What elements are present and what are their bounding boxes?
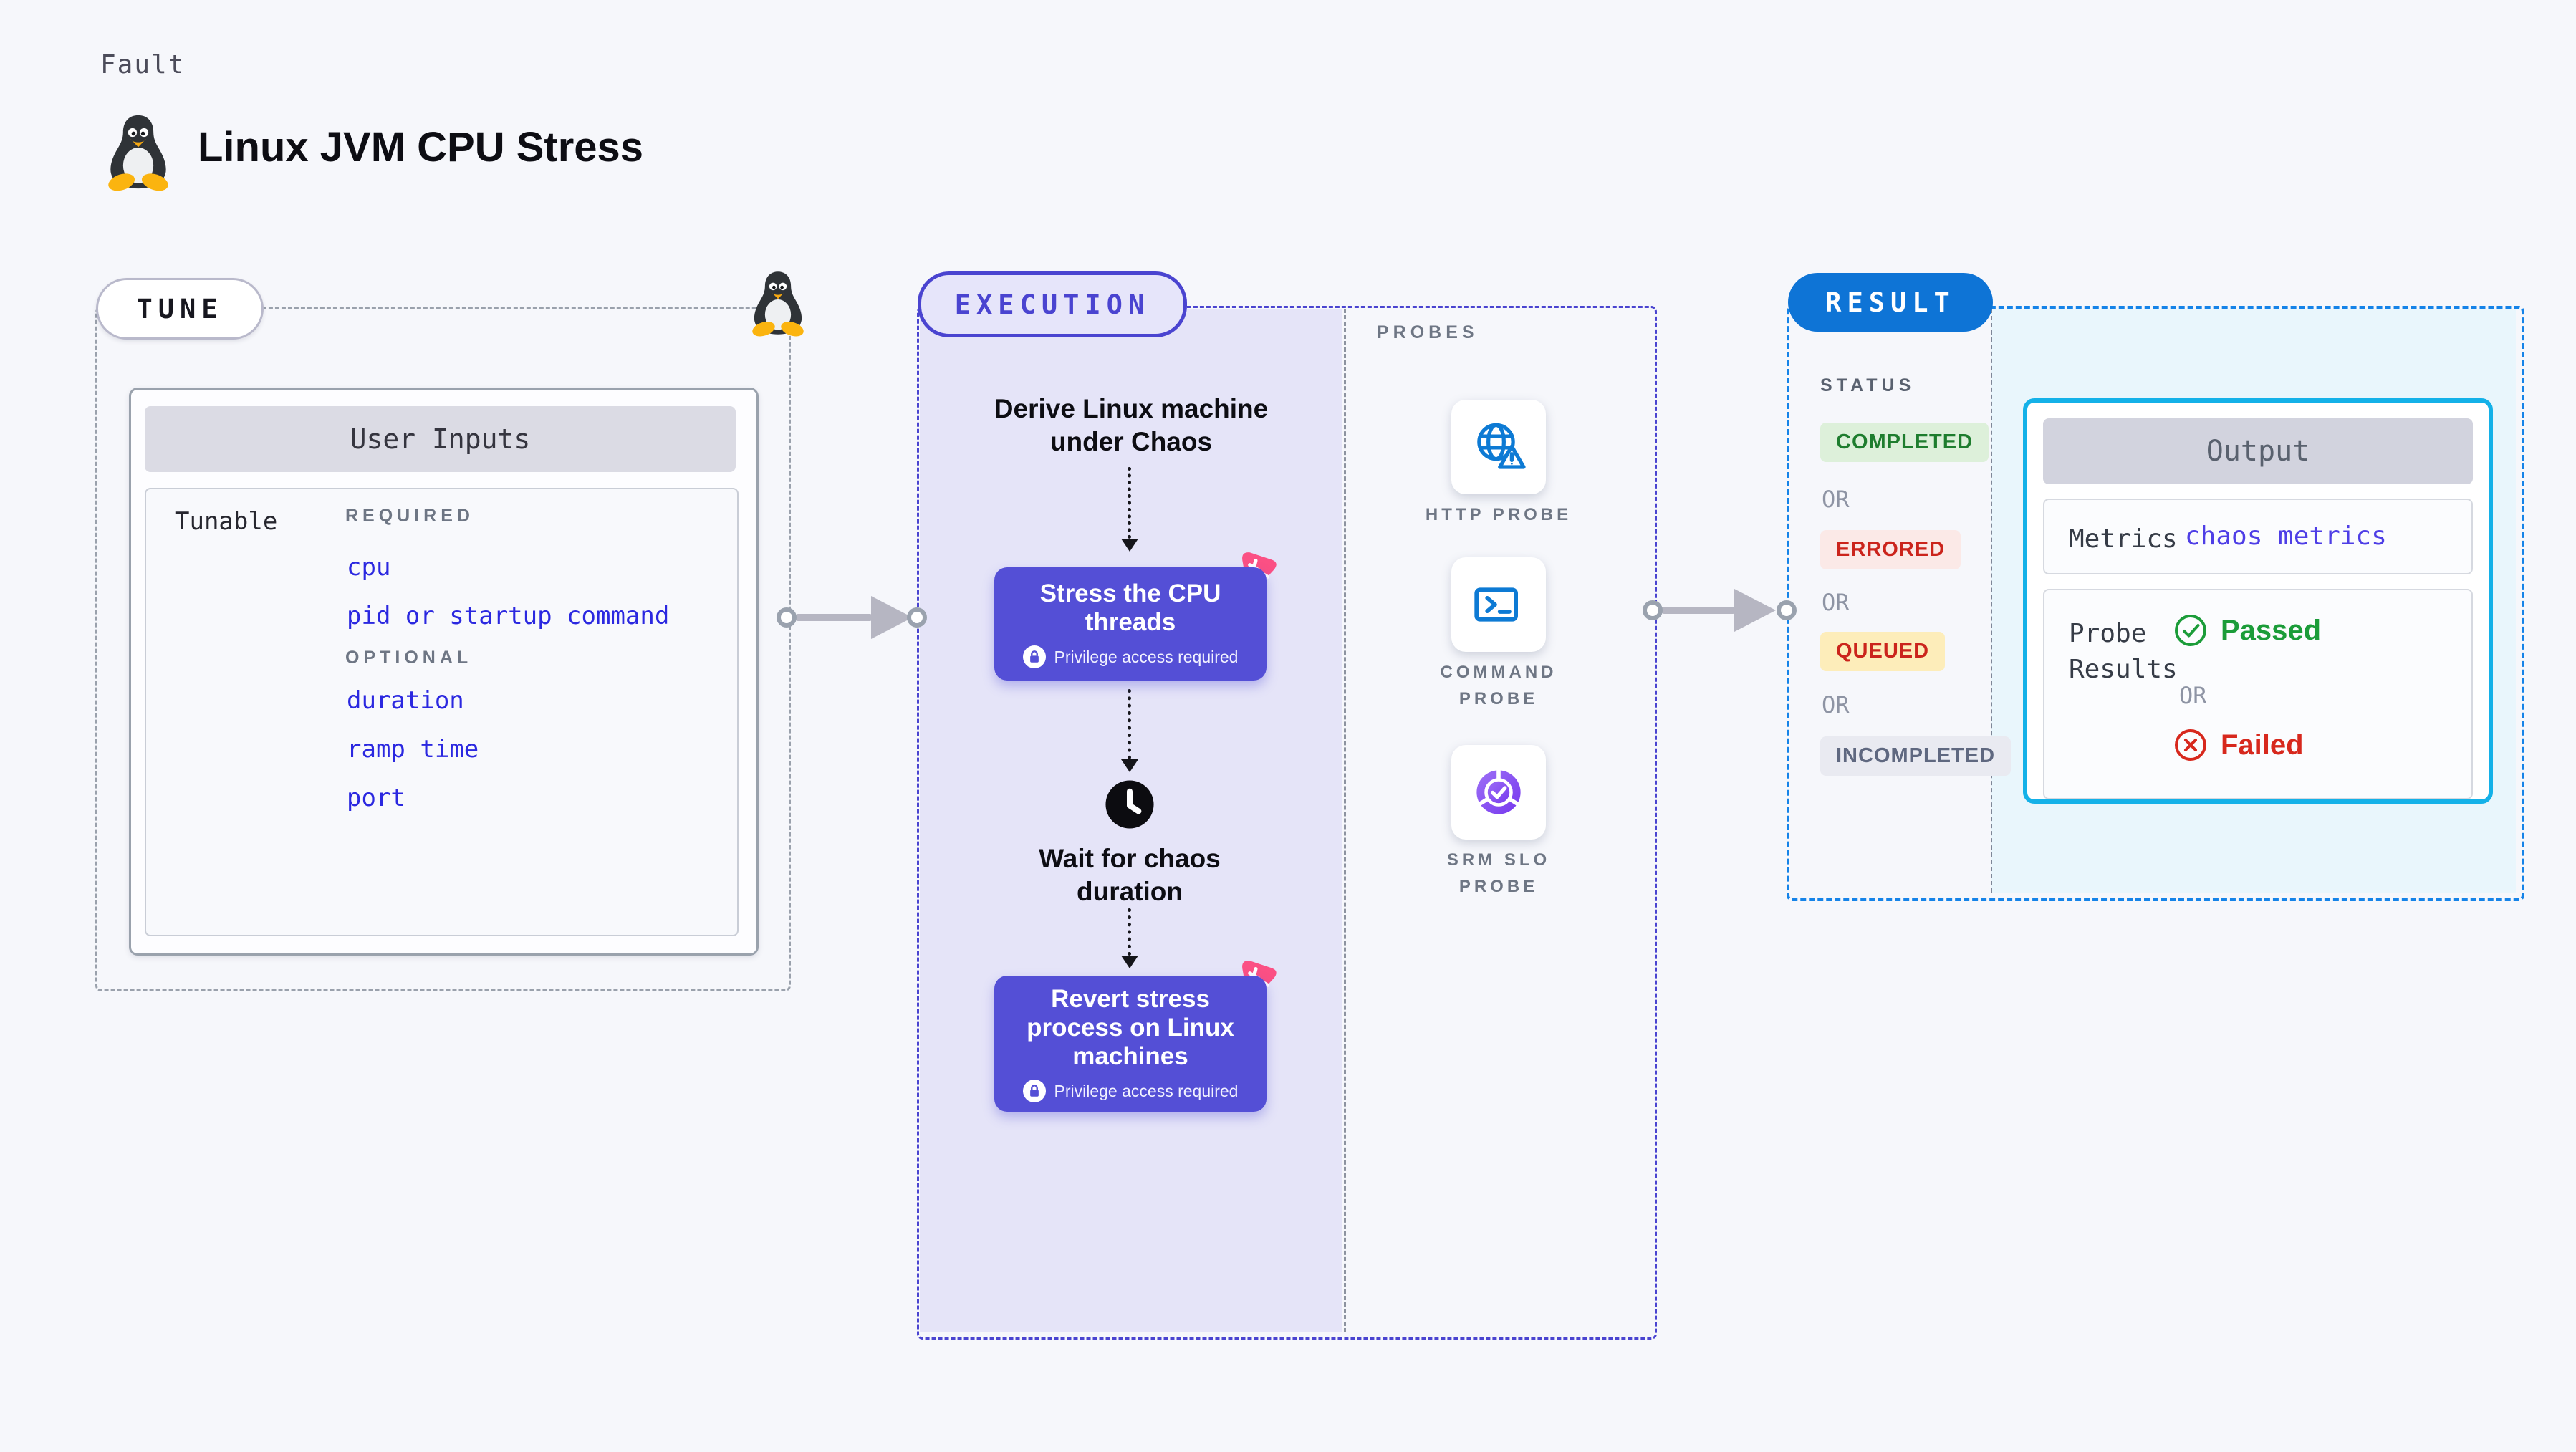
lock-icon [1022,1080,1046,1103]
or-separator: OR [2179,682,2207,709]
status-badge-label: ERRORED [1820,530,1961,569]
status-badge-errored: ERRORED [1820,530,1961,569]
connector-dot [1643,600,1663,620]
revert-stress-node: Revert stress process on Linux machines … [994,976,1267,1112]
optional-label: OPTIONAL [345,648,473,668]
dotted-arrow-line [1128,908,1131,956]
result-divider [1991,309,1992,893]
fault-kicker: Fault [100,50,186,80]
tunable-link-pid-or-startup-command[interactable]: pid or startup command [347,602,670,630]
globe-warning-icon [1477,423,1526,469]
derive-machine-step: Derive Linux machine under Chaos [994,394,1269,457]
tunable-link-cpu[interactable]: cpu [347,553,391,582]
flow-arrow-line [795,614,873,621]
result-pill: RESULT [1788,273,1993,332]
slo-donut-icon [1476,768,1522,814]
or-separator: OR [1822,691,1850,718]
tune-section-box [95,307,791,991]
status-badge-completed: COMPLETED [1820,423,1989,462]
or-separator: OR [1822,486,1850,513]
passed-label: Passed [2221,614,2322,646]
connector-dot [907,607,927,628]
tune-pill: TUNE [96,278,264,340]
command-probe-label: COMMAND PROBE [1440,663,1557,709]
flow-arrow-head [871,596,913,639]
revert-stress-node-title: Revert stress process on Linux machines [1027,984,1234,1071]
linux-tux-icon-small [750,271,806,337]
status-badge-incompleted: INCOMPLETED [1820,736,2012,776]
tunable-row-label: Tunable [175,507,278,536]
connector-dot [1777,600,1797,620]
execution-pill: EXECUTION [918,271,1187,337]
failed-label: Failed [2221,729,2304,761]
output-header: Output [2043,418,2473,484]
x-circle-icon [2175,729,2206,761]
dotted-arrow-head [1121,956,1138,968]
status-badge-label: QUEUED [1820,632,1946,671]
dotted-arrow-line [1128,467,1131,539]
http-probe-card [1451,400,1546,494]
dotted-arrow-line [1128,689,1131,759]
tunable-link-duration[interactable]: duration [347,686,464,715]
user-inputs-header: User Inputs [145,406,736,472]
wait-duration-step: Wait for chaos duration [1039,844,1221,907]
status-badge-label: INCOMPLETED [1820,736,2012,776]
metrics-label: Metrics [2069,524,2178,554]
dotted-arrow-head [1121,539,1138,552]
page-title: Linux JVM CPU Stress [198,124,644,170]
srm-slo-probe-card [1451,745,1546,840]
probes-label: PROBES [1377,322,1479,342]
metrics-row: Metrics chaos metrics [2043,499,2473,574]
tunable-link-ramp-time[interactable]: ramp time [347,735,479,764]
stress-cpu-node-title: Stress the CPU threads [1039,579,1221,636]
required-label: REQUIRED [345,506,474,526]
privilege-note: Privilege access required [1054,647,1239,666]
check-circle-icon [2175,615,2206,646]
linux-tux-icon [106,115,170,191]
chaos-metrics-link[interactable]: chaos metrics [2185,521,2387,551]
probe-results-row: Probe Results Passed OR Failed [2043,589,2473,799]
privilege-note: Privilege access required [1054,1081,1239,1100]
clock-icon [1105,780,1154,829]
terminal-icon [1474,587,1518,622]
flow-arrow-line [1661,607,1736,614]
failed-result: Failed [2173,728,2304,762]
stress-cpu-node: Stress the CPU threads Privilege access … [994,567,1267,681]
connector-dot [777,607,797,628]
srm-slo-probe-label: SRM SLO PROBE [1446,850,1551,897]
or-separator: OR [1822,589,1850,616]
probe-results-label: Probe Results [2069,619,2178,685]
http-probe-label: HTTP PROBE [1425,505,1572,524]
tunables-panel [145,488,739,936]
command-probe-card [1451,557,1546,652]
tunable-link-port[interactable]: port [347,784,405,812]
execution-section-box [917,306,1657,1340]
lock-icon [1022,645,1046,669]
dotted-arrow-head [1121,759,1138,772]
flow-arrow-head [1734,589,1776,632]
probes-divider [1344,309,1346,1332]
status-badge-label: COMPLETED [1820,423,1989,462]
output-card: Output Metrics chaos metrics Probe Resul… [2023,398,2493,804]
status-badge-queued: QUEUED [1820,632,1946,671]
status-label: STATUS [1820,375,1916,395]
passed-result: Passed [2173,613,2321,648]
